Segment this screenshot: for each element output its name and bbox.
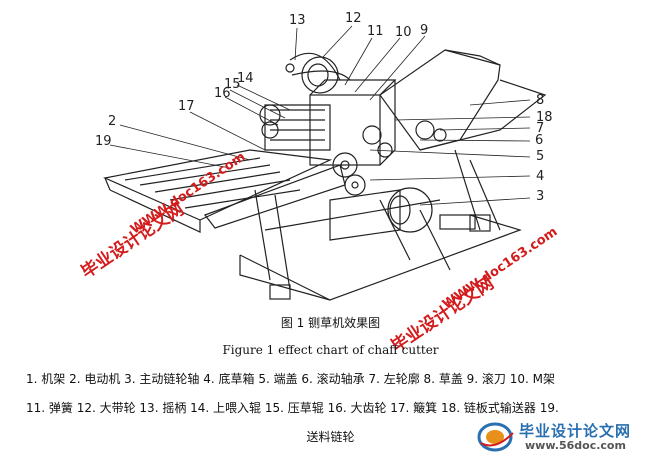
machine-frame xyxy=(239,149,522,301)
part-number: 17 xyxy=(178,99,195,114)
part-number: 3 xyxy=(536,189,544,204)
part-number: 4 xyxy=(536,169,544,184)
figure-caption-english: Figure 1 effect chart of chaff cutter xyxy=(222,343,439,357)
part-number: 6 xyxy=(535,133,543,148)
part-number: 7 xyxy=(536,121,544,136)
large-belt-pulley xyxy=(285,56,339,94)
part-number: 8 xyxy=(536,93,544,108)
figure-caption-chinese: 图 1 铡草机效果图 xyxy=(280,316,381,330)
part-number: 14 xyxy=(237,71,254,86)
chaff-cutter-drawing: 13 12 11 10 9 14 15 16 8 17 18 7 6 19 5 … xyxy=(95,11,553,301)
part-number: 12 xyxy=(345,11,362,26)
parts-legend-line: 11. 弹簧 12. 大带轮 13. 摇柄 14. 上喂入辊 15. 压草辊 1… xyxy=(26,401,559,415)
part-number: 15 xyxy=(224,77,241,92)
part-number: 19 xyxy=(95,134,112,149)
leader-lines xyxy=(109,25,531,206)
cutter-housing xyxy=(289,52,397,166)
logo-title: 毕业设计论文网 xyxy=(519,422,632,440)
part-number: 2 xyxy=(108,114,116,129)
part-number: 18 xyxy=(536,110,553,125)
feed-rollers xyxy=(264,104,331,151)
chain-conveyor xyxy=(103,149,346,233)
part-number: 13 xyxy=(289,13,306,28)
logo-icon xyxy=(477,422,514,452)
part-number-labels: 13 12 11 10 9 14 15 16 8 17 18 7 6 19 5 … xyxy=(95,11,553,204)
parts-legend-line: 送料链轮 xyxy=(306,430,355,444)
parts-legend-line: 1. 机架 2. 电动机 3. 主动链轮轴 4. 底草箱 5. 端盖 6. 滚动… xyxy=(26,372,555,386)
logo-url: www.56doc.com xyxy=(525,439,626,452)
part-number: 9 xyxy=(420,23,428,38)
part-number: 5 xyxy=(536,149,544,164)
site-logo: 毕业设计论文网 www.56doc.com xyxy=(475,420,661,454)
part-number: 10 xyxy=(395,25,412,40)
grass-cover xyxy=(379,49,547,151)
motor xyxy=(329,187,433,241)
part-number: 11 xyxy=(367,24,384,39)
part-number: 16 xyxy=(214,86,231,101)
